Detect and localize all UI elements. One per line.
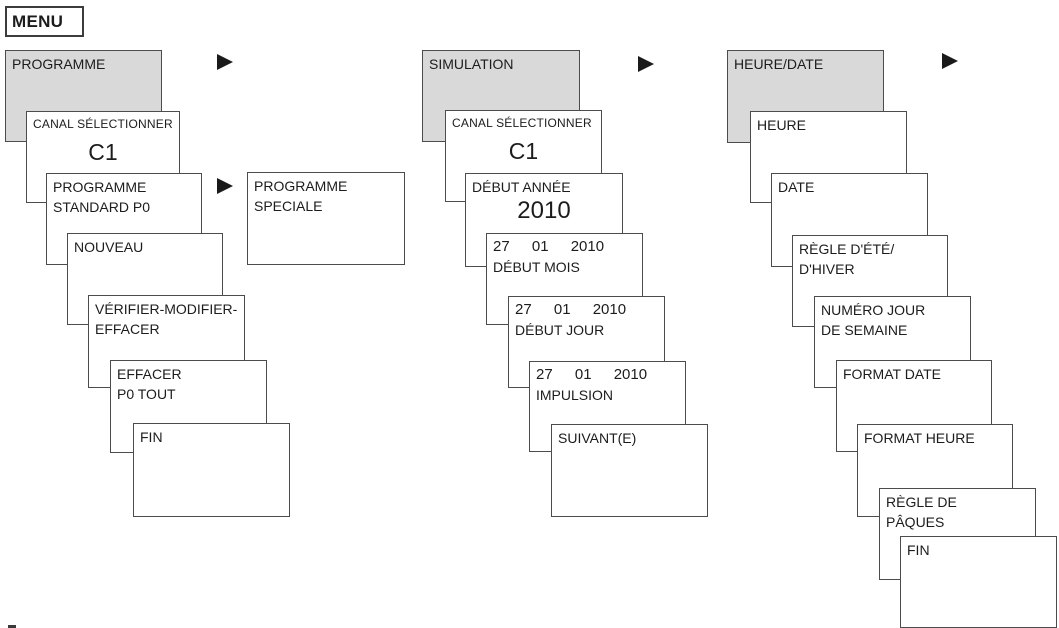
- box-label: CANAL SÉLECTIONNER: [33, 117, 173, 131]
- box-date-value: 27 01 2010: [515, 301, 627, 318]
- box-label: EFFACER: [95, 321, 160, 337]
- arrow-heure-date-submenu-icon: [942, 53, 958, 69]
- box-label: HEURE/DATE: [734, 56, 824, 72]
- box-label: D'HIVER: [799, 261, 855, 277]
- box-suivant: SUIVANT(E): [551, 424, 708, 517]
- box-label: NOUVEAU: [74, 239, 144, 255]
- box-label: PÂQUES: [886, 514, 945, 530]
- box-label: SUIVANT(E): [558, 430, 637, 446]
- box-label: PROGRAMME: [12, 56, 106, 72]
- box-label: HEURE: [757, 117, 807, 133]
- box-label: FIN: [907, 542, 930, 558]
- box-fin-heure-date: FIN: [900, 536, 1057, 628]
- box-label: FORMAT DATE: [843, 366, 941, 382]
- arrow-programme-submenu-icon: [217, 54, 233, 70]
- box-label: DATE: [778, 179, 815, 195]
- box-date-value: 27 01 2010: [493, 238, 605, 255]
- box-date-value: 27 01 2010: [536, 366, 648, 383]
- box-label: P0 TOUT: [117, 386, 176, 402]
- menu-title-label: MENU: [12, 12, 64, 31]
- box-label: SPECIALE: [254, 198, 323, 214]
- box-label: DE SEMAINE: [821, 322, 908, 338]
- arrow-simulation-submenu-icon: [638, 56, 654, 72]
- box-label: PROGRAMME: [254, 178, 348, 194]
- box-label: VÉRIFIER-MODIFIER-: [95, 301, 238, 317]
- box-value: 2010: [517, 197, 571, 224]
- box-label: STANDARD P0: [53, 199, 150, 215]
- box-label: SIMULATION: [429, 56, 514, 72]
- box-label: EFFACER: [117, 366, 182, 382]
- box-value: C1: [508, 138, 539, 164]
- menu-title-box: MENU: [5, 6, 84, 37]
- cut-off-text-fragment: [8, 625, 16, 628]
- box-label: FORMAT HEURE: [864, 430, 975, 446]
- box-label: CANAL SÉLECTIONNER: [452, 116, 592, 130]
- box-label: RÈGLE DE: [886, 494, 957, 510]
- box-label: FIN: [140, 429, 163, 445]
- box-label: DÉBUT MOIS: [493, 259, 580, 275]
- box-value: C1: [88, 139, 118, 165]
- box-label: RÈGLE D'ÉTÉ/: [799, 241, 895, 257]
- box-label: DÉBUT ANNÉE: [472, 179, 571, 195]
- box-label: IMPULSION: [536, 387, 614, 403]
- box-label: PROGRAMME: [53, 179, 147, 195]
- box-programme-speciale: PROGRAMME SPECIALE: [247, 172, 405, 265]
- arrow-programme-speciale-icon: [217, 178, 233, 194]
- box-label: NUMÉRO JOUR: [821, 302, 926, 318]
- box-label: DÉBUT JOUR: [515, 322, 605, 338]
- box-fin-programme: FIN: [133, 423, 290, 517]
